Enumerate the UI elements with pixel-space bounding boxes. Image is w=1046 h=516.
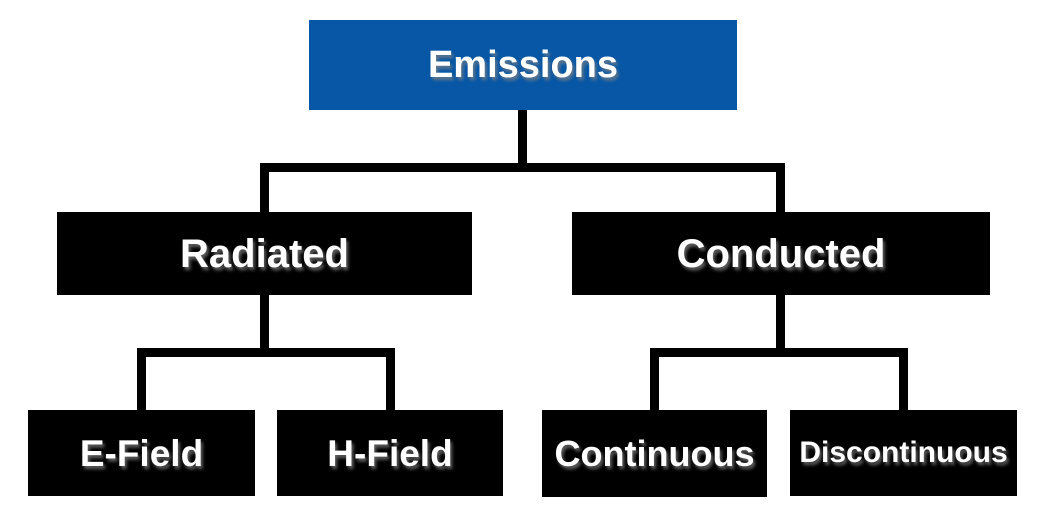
node-e-field: E-Field	[28, 410, 255, 496]
node-discontinuous-label: Discontinuous	[799, 436, 1008, 469]
node-discontinuous: Discontinuous	[790, 410, 1017, 496]
node-continuous: Continuous	[542, 410, 767, 497]
node-continuous-label: Continuous	[554, 432, 755, 474]
connector-radiated-stem	[260, 295, 269, 357]
node-radiated: Radiated	[57, 212, 472, 295]
connector-conducted-horizontal	[650, 348, 908, 357]
node-conducted: Conducted	[572, 212, 990, 295]
node-conducted-label: Conducted	[676, 231, 886, 276]
connector-conducted-stem	[776, 295, 785, 357]
connector-drop-radiated	[260, 163, 269, 213]
connector-level1-horizontal	[260, 163, 785, 172]
node-h-field: H-Field	[277, 410, 503, 496]
node-h-field-label: H-Field	[327, 432, 453, 474]
node-emissions: Emissions	[309, 20, 737, 110]
connector-drop-continuous	[650, 348, 659, 410]
connector-drop-efield	[137, 348, 146, 410]
connector-root-stem	[518, 110, 527, 172]
connector-drop-conducted	[776, 163, 785, 213]
connector-radiated-horizontal	[137, 348, 395, 357]
node-radiated-label: Radiated	[180, 231, 349, 276]
connector-drop-hfield	[386, 348, 395, 410]
node-emissions-label: Emissions	[427, 44, 619, 86]
node-e-field-label: E-Field	[79, 432, 204, 474]
connector-drop-discontinuous	[899, 348, 908, 410]
